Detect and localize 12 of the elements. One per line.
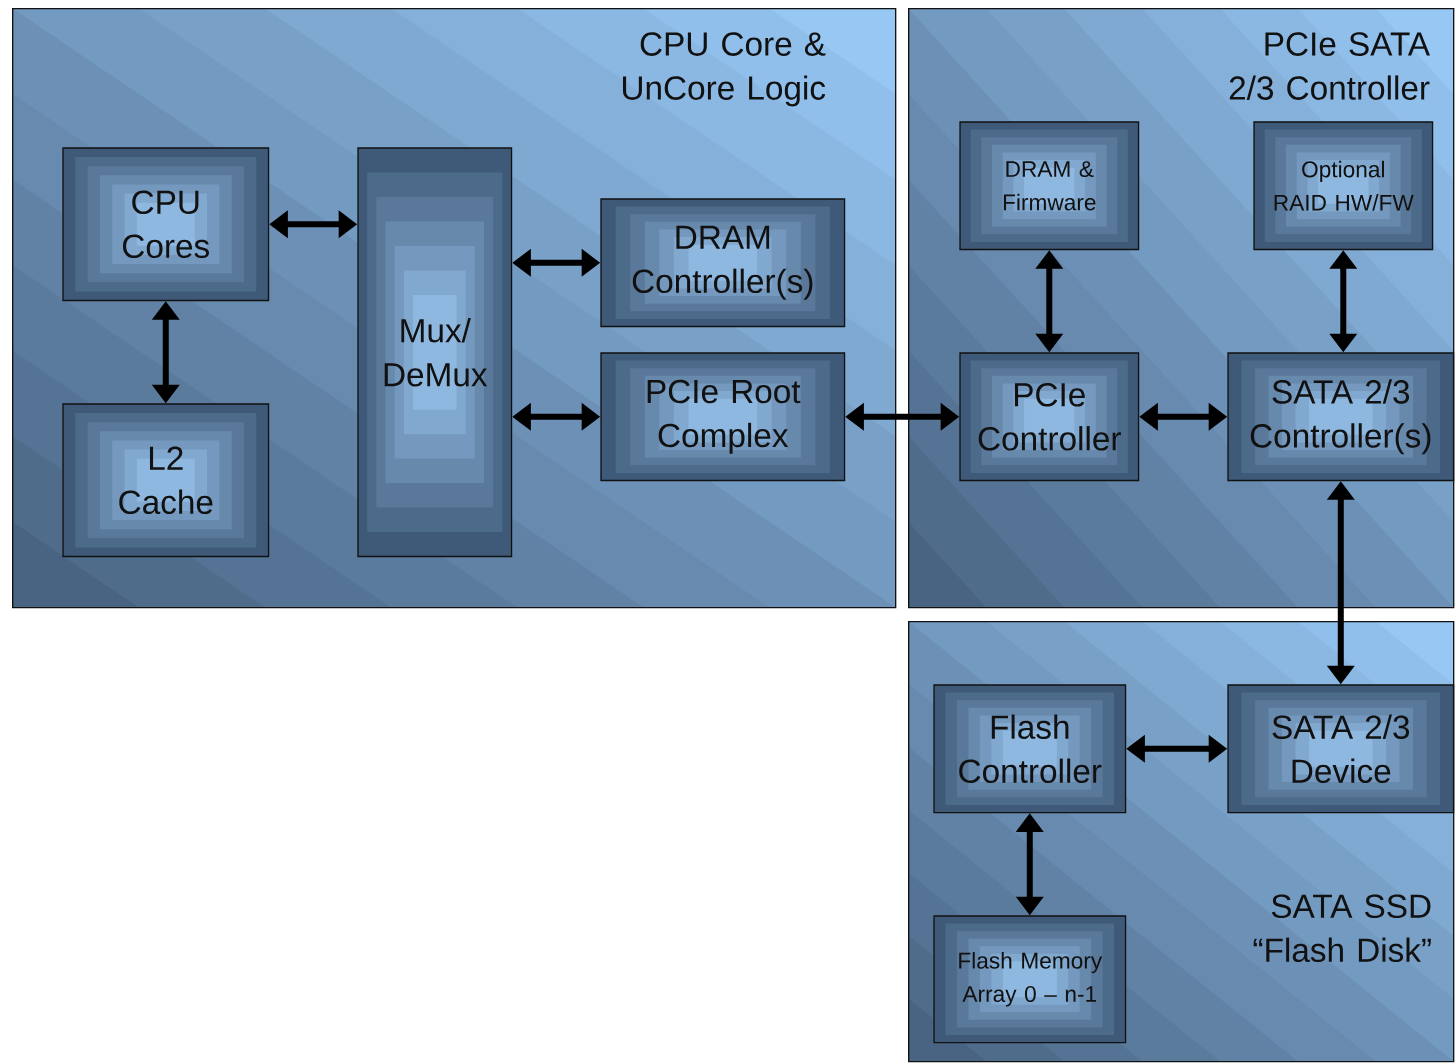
block-box: PCIe Root Complex	[600, 352, 846, 482]
block-box: L2 Cache	[62, 403, 270, 558]
block-box: DRAM Controller(s)	[600, 198, 846, 328]
block-box: CPU Cores	[62, 147, 270, 302]
block-box: Flash Memory Array 0 – n-1	[933, 915, 1127, 1044]
block-box: Mux/ DeMux	[357, 147, 513, 558]
block-box: Flash Controller	[933, 684, 1127, 814]
block-box: PCIe Controller	[959, 352, 1140, 482]
block-box: SATA 2/3 Device	[1227, 684, 1455, 814]
block-box: Optional RAID HW/FW	[1253, 121, 1434, 251]
block-box: SATA 2/3 Controller(s)	[1227, 352, 1455, 482]
block-box: DRAM & Firmware	[959, 121, 1140, 251]
